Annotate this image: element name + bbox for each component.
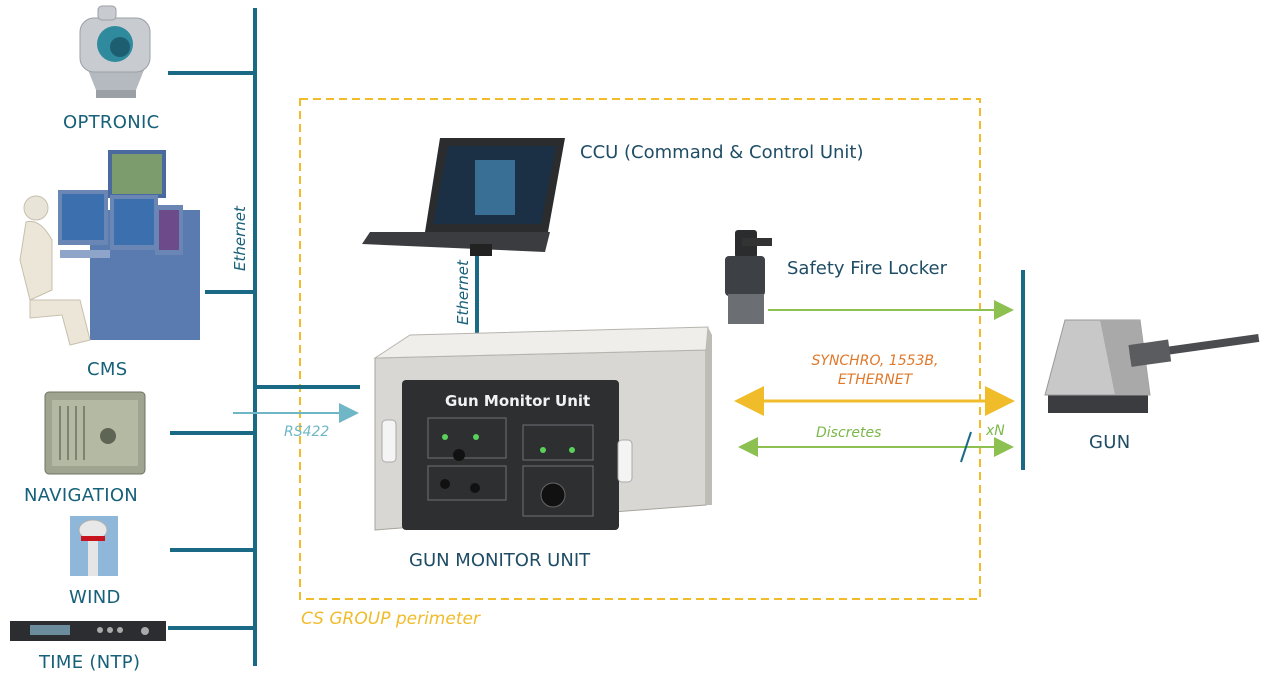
synchro-label-line2: ETHERNET [837, 372, 913, 388]
perimeter-label: CS GROUP perimeter [301, 609, 480, 629]
safety-fire-locker-image [725, 230, 772, 324]
ccu-image [362, 138, 565, 256]
gmu-chassis-image [373, 326, 712, 531]
navigation-image [44, 391, 146, 475]
rs422-label: RS422 [284, 424, 330, 440]
cms-image [19, 150, 200, 346]
cms-label: CMS [87, 359, 128, 380]
ccu-link-label: Ethernet [454, 260, 472, 325]
gmu-label: GUN MONITOR UNIT [409, 550, 591, 571]
time-image [10, 621, 166, 641]
cs-group-perimeter-box [299, 98, 981, 600]
optronic-image [79, 5, 151, 98]
discretes-label: Discretes [816, 425, 882, 441]
wind-label: WIND [69, 587, 121, 608]
gun-image [1044, 319, 1260, 413]
optronic-label: OPTRONIC [63, 112, 160, 133]
xn-slash [960, 431, 972, 463]
ccu-label: CCU (Command & Control Unit) [580, 142, 864, 163]
synchro-label: SYNCHRO, 1553B, ETHERNET [790, 352, 960, 390]
bus-label: Ethernet [231, 206, 249, 271]
time-label: TIME (NTP) [39, 652, 141, 673]
wind-image [70, 516, 118, 576]
gun-label: GUN [1089, 432, 1131, 453]
xn-label: xN [986, 423, 1005, 439]
gmu-panel-title: Gun Monitor Unit [445, 392, 591, 410]
navigation-label: NAVIGATION [24, 485, 139, 506]
safety-fire-locker-label: Safety Fire Locker [787, 258, 948, 279]
synchro-label-line1: SYNCHRO, 1553B, [811, 353, 939, 369]
